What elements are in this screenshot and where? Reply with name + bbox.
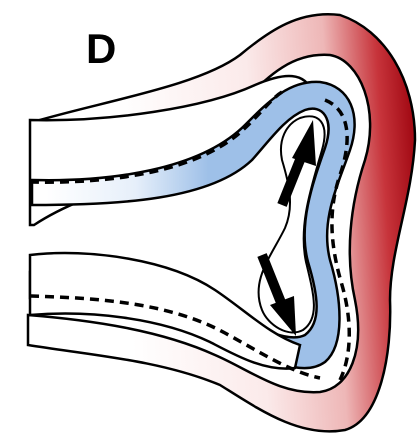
outer-layer: [28, 14, 415, 431]
panel-label: D: [86, 28, 116, 70]
